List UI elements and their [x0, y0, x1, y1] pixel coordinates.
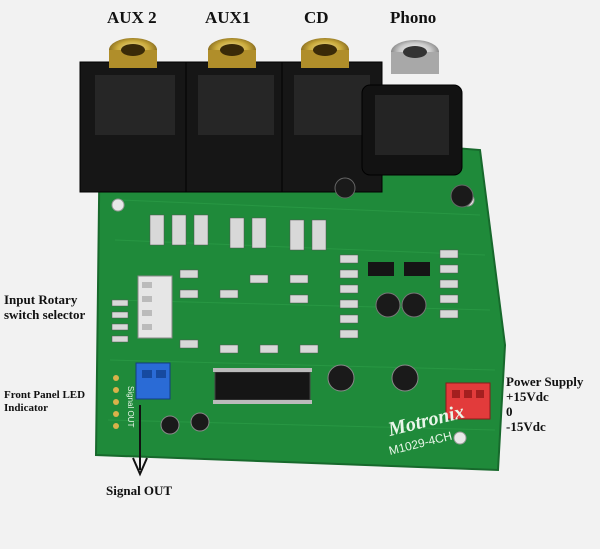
- label-aux1: AUX1: [205, 8, 251, 27]
- small-ic: [404, 262, 430, 276]
- board-signal-out-silk: Signal OUT: [126, 386, 135, 427]
- power-connector: [445, 382, 491, 420]
- led-pads: [111, 299, 129, 343]
- mounting-hole: [111, 198, 125, 212]
- signal-out-connector: [135, 362, 171, 400]
- small-ic: [368, 262, 394, 276]
- led-header: [113, 375, 119, 429]
- capacitor: [160, 177, 474, 435]
- label-aux2: AUX 2: [107, 8, 157, 27]
- rca-jack-phono: [361, 40, 463, 176]
- ic-chip: [213, 368, 312, 404]
- rca-jack-aux2: [79, 38, 191, 193]
- label-cd: CD: [304, 8, 329, 27]
- label-signal-out: Signal OUT: [106, 483, 173, 498]
- label-front-panel-led: Front Panel LED Indicator: [4, 389, 86, 414]
- label-phono: Phono: [390, 8, 437, 27]
- label-power-supply: Power Supply +15Vdc 0 -15Vdc: [506, 374, 584, 434]
- mounting-hole: [453, 431, 467, 445]
- label-input-selector: Input Rotary switch selector: [4, 292, 86, 322]
- resistor-array: [149, 214, 459, 354]
- rotary-switch-connector: [137, 275, 173, 339]
- rca-jack-aux1: [185, 38, 287, 193]
- signal-out-arrow: [132, 405, 148, 477]
